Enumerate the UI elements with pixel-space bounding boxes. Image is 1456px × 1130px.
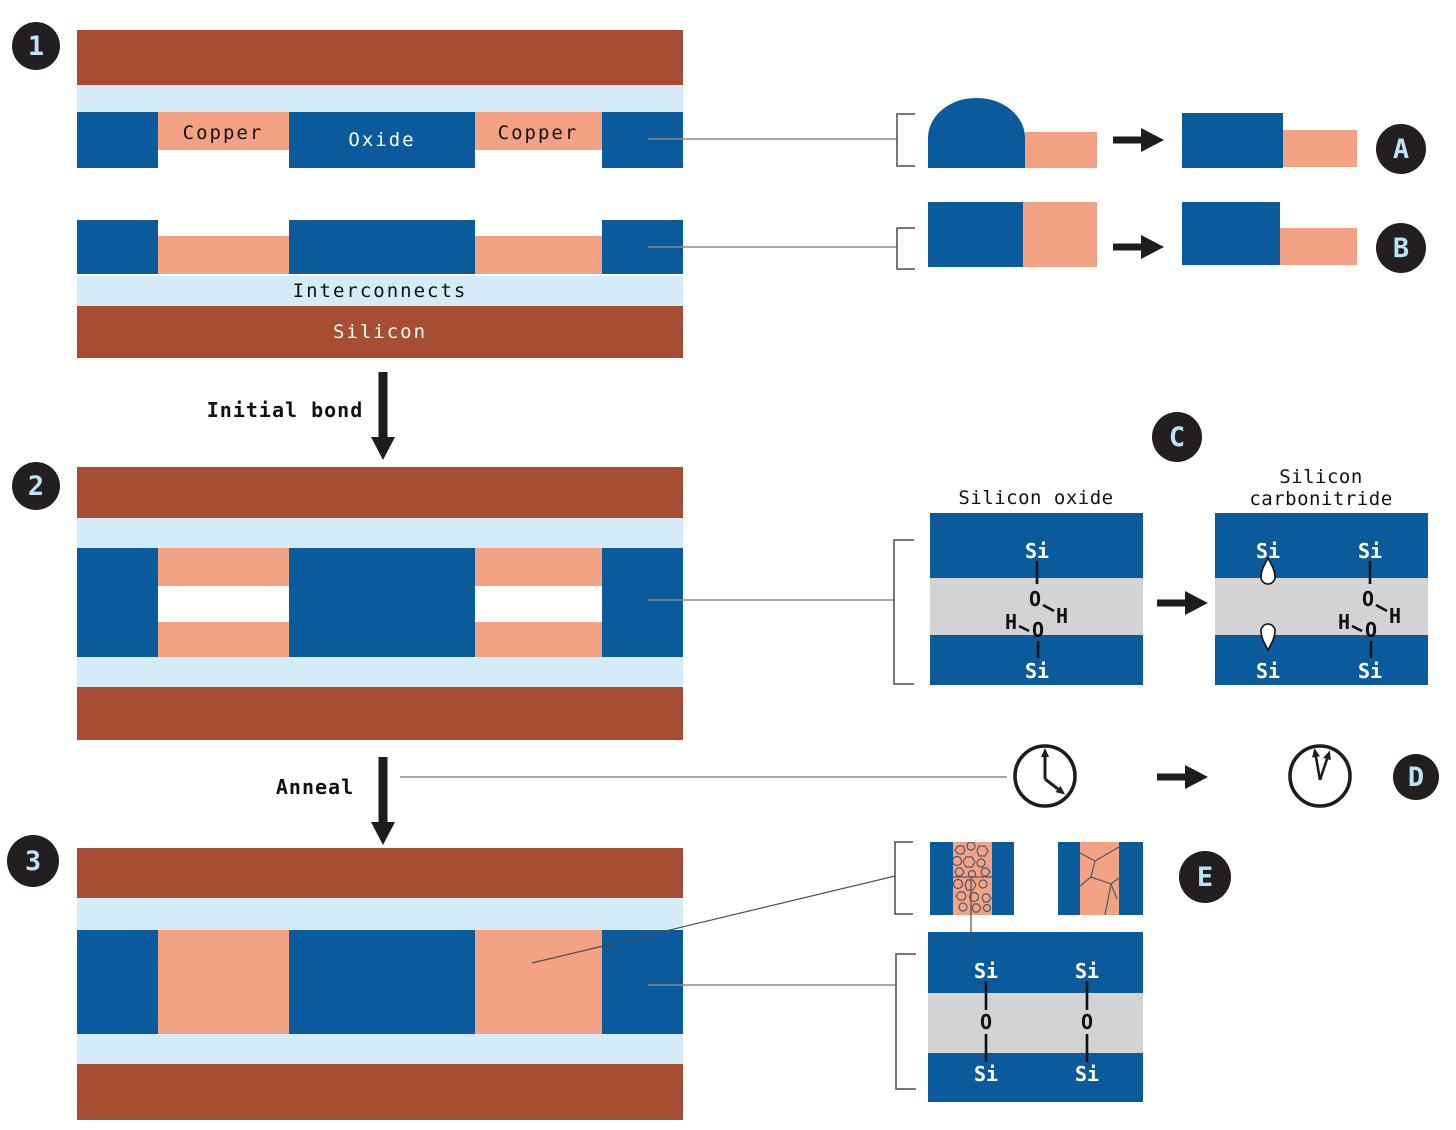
wafer2-bonded-oxide-block	[77, 548, 158, 657]
carbonitride-box-top-band	[1215, 513, 1428, 578]
anneal-label: Anneal	[275, 775, 355, 799]
panel-b-before-oxide	[928, 202, 1023, 267]
wafer2-top-interconnect-layer	[77, 518, 683, 548]
bracket-c	[893, 539, 914, 685]
oxide-label: Oxide	[348, 129, 416, 151]
wafer2-copper-pad-lower	[475, 622, 602, 657]
silicon-carbonitride-title-line2: carbonitride	[1249, 488, 1393, 510]
silicon-label: Silicon	[332, 321, 428, 343]
panel-a-before-oxide-dome	[928, 98, 1025, 168]
grain-after-left-oxide	[1058, 842, 1080, 915]
wafer1-bottom-silicon-bar	[77, 306, 683, 358]
wafer1-top-copper-pad	[475, 112, 602, 150]
silicon-carbonitride-title-line1: Silicon	[1279, 466, 1363, 488]
wafer3-bottom-interconnect-layer	[77, 1034, 683, 1064]
panel-b-after-oxide	[1182, 202, 1280, 265]
step-1-badge: 1	[12, 22, 60, 70]
oxide-box-interface-band	[930, 578, 1143, 635]
anneal-time-before-clock-icon	[1013, 744, 1077, 808]
wafer3-top-interconnect-layer	[77, 898, 683, 930]
anneal-time-after-clock-icon	[1288, 744, 1352, 808]
bracket-b	[896, 227, 915, 270]
wafer1-bottom-oxide-block	[77, 220, 158, 274]
wafer1-top-copper-pad	[158, 112, 289, 150]
wafer1-bottom-copper-pad	[158, 236, 289, 274]
wafer2-bonded-oxide-block	[289, 548, 475, 657]
grain-before-copper	[953, 842, 992, 915]
wafer1-top-oxide-block	[289, 112, 475, 168]
carbonitride-box-interface-band	[1215, 578, 1428, 635]
wafer2-bottom-silicon-bar	[77, 687, 683, 740]
callout-c-badge: C	[1152, 412, 1202, 462]
wafer1-top-oxide-block	[77, 112, 158, 168]
panel-b-after-copper	[1280, 228, 1357, 265]
wafer2-copper-pad-lower	[158, 622, 289, 657]
wafer2-copper-pad-upper	[158, 548, 289, 586]
wafer1-top-silicon-bar	[77, 30, 683, 85]
callout-b-badge: B	[1376, 223, 1426, 273]
bracket-a	[896, 113, 915, 167]
callout-e-badge: E	[1179, 851, 1231, 903]
silicon-oxide-title: Silicon oxide	[958, 487, 1114, 509]
wafer1-bottom-copper-pad	[475, 236, 602, 274]
initial-bond-label: Initial bond	[206, 398, 364, 422]
wafer2-bottom-interconnect-layer	[77, 657, 683, 687]
wafer3-fused-copper-pad	[475, 930, 602, 1034]
bonded-box-bottom-band	[928, 1053, 1143, 1102]
panel-b-before-copper	[1023, 202, 1097, 267]
oxide-box-top-band	[930, 513, 1143, 578]
wafer3-top-silicon-bar	[77, 848, 683, 898]
grain-before-left-oxide	[930, 842, 953, 915]
callout-brackets	[893, 113, 916, 1090]
wafer3-fused-copper-pad	[158, 930, 289, 1034]
grain-after-copper	[1080, 842, 1119, 915]
grain-before-right-oxide	[992, 842, 1014, 915]
carbonitride-box-bottom-band	[1215, 635, 1428, 685]
panel-a-before-copper	[1025, 132, 1097, 168]
callout-a-badge: A	[1376, 124, 1426, 174]
step-3-badge: 3	[7, 835, 59, 887]
bonded-box-top-band	[928, 932, 1143, 993]
copper-label-left: Copper	[182, 122, 264, 144]
wafer3-bottom-silicon-bar	[77, 1064, 683, 1120]
callout-d-badge: D	[1393, 754, 1439, 800]
panel-a-after-copper	[1283, 130, 1357, 167]
wafer1-bottom-interconnect-layer	[77, 276, 683, 306]
interconnects-label: Interconnects	[292, 280, 468, 302]
panel-a-after-oxide	[1182, 113, 1283, 168]
bracket-e	[894, 841, 913, 915]
wafer1-bottom-oxide-block	[602, 220, 683, 274]
grain-after-right-oxide	[1119, 842, 1143, 915]
wafer2-copper-pad-upper	[475, 548, 602, 586]
step-2-badge: 2	[12, 462, 60, 510]
oxide-box-bottom-band	[930, 635, 1143, 685]
wafer2-bonded-oxide-block	[602, 548, 683, 657]
wafer1-bottom-oxide-block	[289, 220, 475, 274]
wafer1-top-oxide-block	[602, 112, 683, 168]
wafer1-top-interconnect-layer	[77, 85, 683, 112]
bracket-bonded-box	[895, 953, 916, 1090]
wafer2-top-silicon-bar	[77, 467, 683, 518]
copper-label-right: Copper	[497, 122, 579, 144]
bonded-box-interface-band	[928, 993, 1143, 1053]
